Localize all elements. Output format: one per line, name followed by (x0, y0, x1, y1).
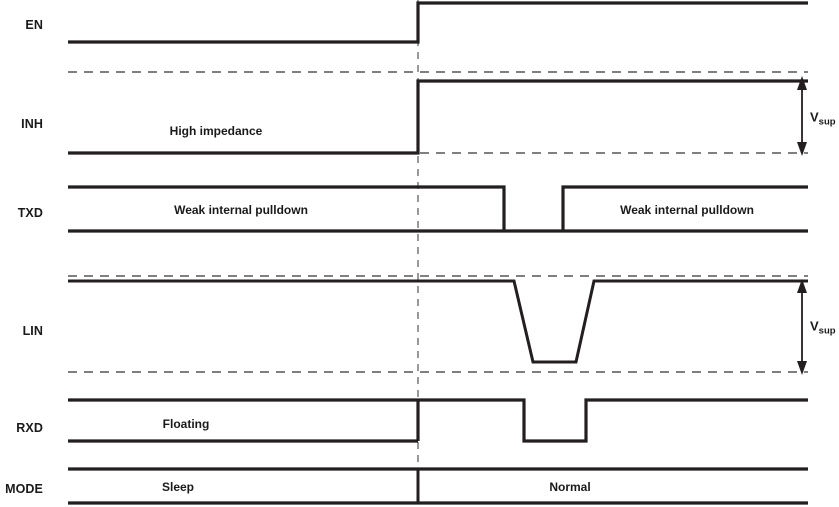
signal-label-txd: TXD (17, 206, 43, 220)
signal-label-mode: MODE (5, 482, 43, 496)
waveform-lin (68, 279, 808, 364)
lin-vsup-symbol: V (810, 318, 819, 334)
lin-vsup-dimension-arrow (797, 279, 807, 375)
rxd-band-text: Floating (162, 417, 210, 431)
lin-reference-levels (68, 275, 808, 373)
lin-vsup-label: Vsup (810, 318, 836, 337)
waveform-rxd (68, 398, 808, 443)
signal-label-en: EN (25, 18, 43, 32)
lin-vsup-subscript: sup (818, 325, 836, 337)
signal-label-inh: INH (21, 117, 43, 131)
inh-vsup-dimension-arrow (797, 76, 807, 156)
inh-vsup-symbol: V (810, 109, 819, 125)
waveform-txd (68, 185, 808, 233)
inh-band-text: High impedance (169, 124, 263, 138)
waveform-inh (68, 79, 808, 155)
inh-vsup-label: Vsup (810, 109, 836, 128)
inh-vsup-subscript: sup (818, 116, 836, 128)
txd-band-text-left: Weak internal pulldown (174, 203, 308, 217)
waveform-en (68, 1, 808, 44)
mode-band-text-left: Sleep (161, 480, 195, 494)
txd-band-text-right: Weak internal pulldown (620, 203, 754, 217)
inh-reference-levels (68, 71, 808, 154)
waveform-mode (68, 467, 808, 505)
signal-label-lin: LIN (22, 324, 43, 338)
signal-label-rxd: RXD (16, 421, 43, 435)
mode-band-text-right: Normal (549, 480, 591, 494)
